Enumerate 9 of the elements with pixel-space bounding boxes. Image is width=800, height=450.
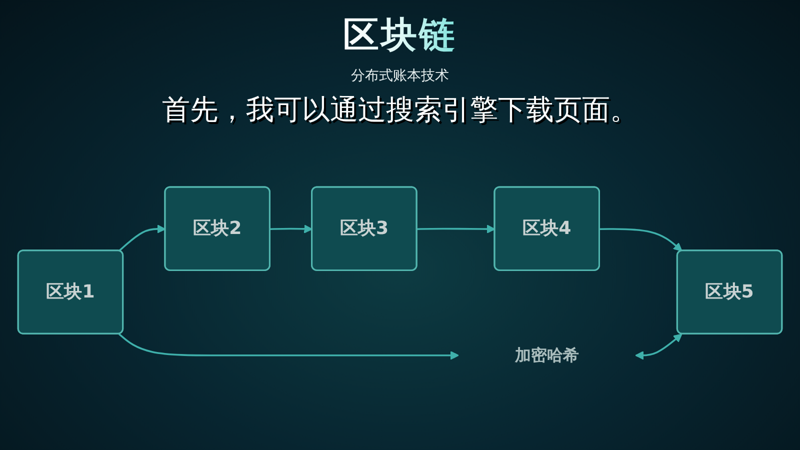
arrow: [118, 224, 166, 252]
overlay-caption: 首先，我可以通过搜索引擎下载页面。: [162, 92, 638, 128]
arrow: [270, 224, 313, 234]
node-text: 加密哈希: [514, 345, 579, 364]
arrow: [600, 228, 682, 252]
arrow: [417, 224, 496, 234]
arrow: [635, 333, 682, 360]
arrow: [118, 333, 460, 360]
subtitle: 分布式账本技术: [351, 67, 449, 86]
